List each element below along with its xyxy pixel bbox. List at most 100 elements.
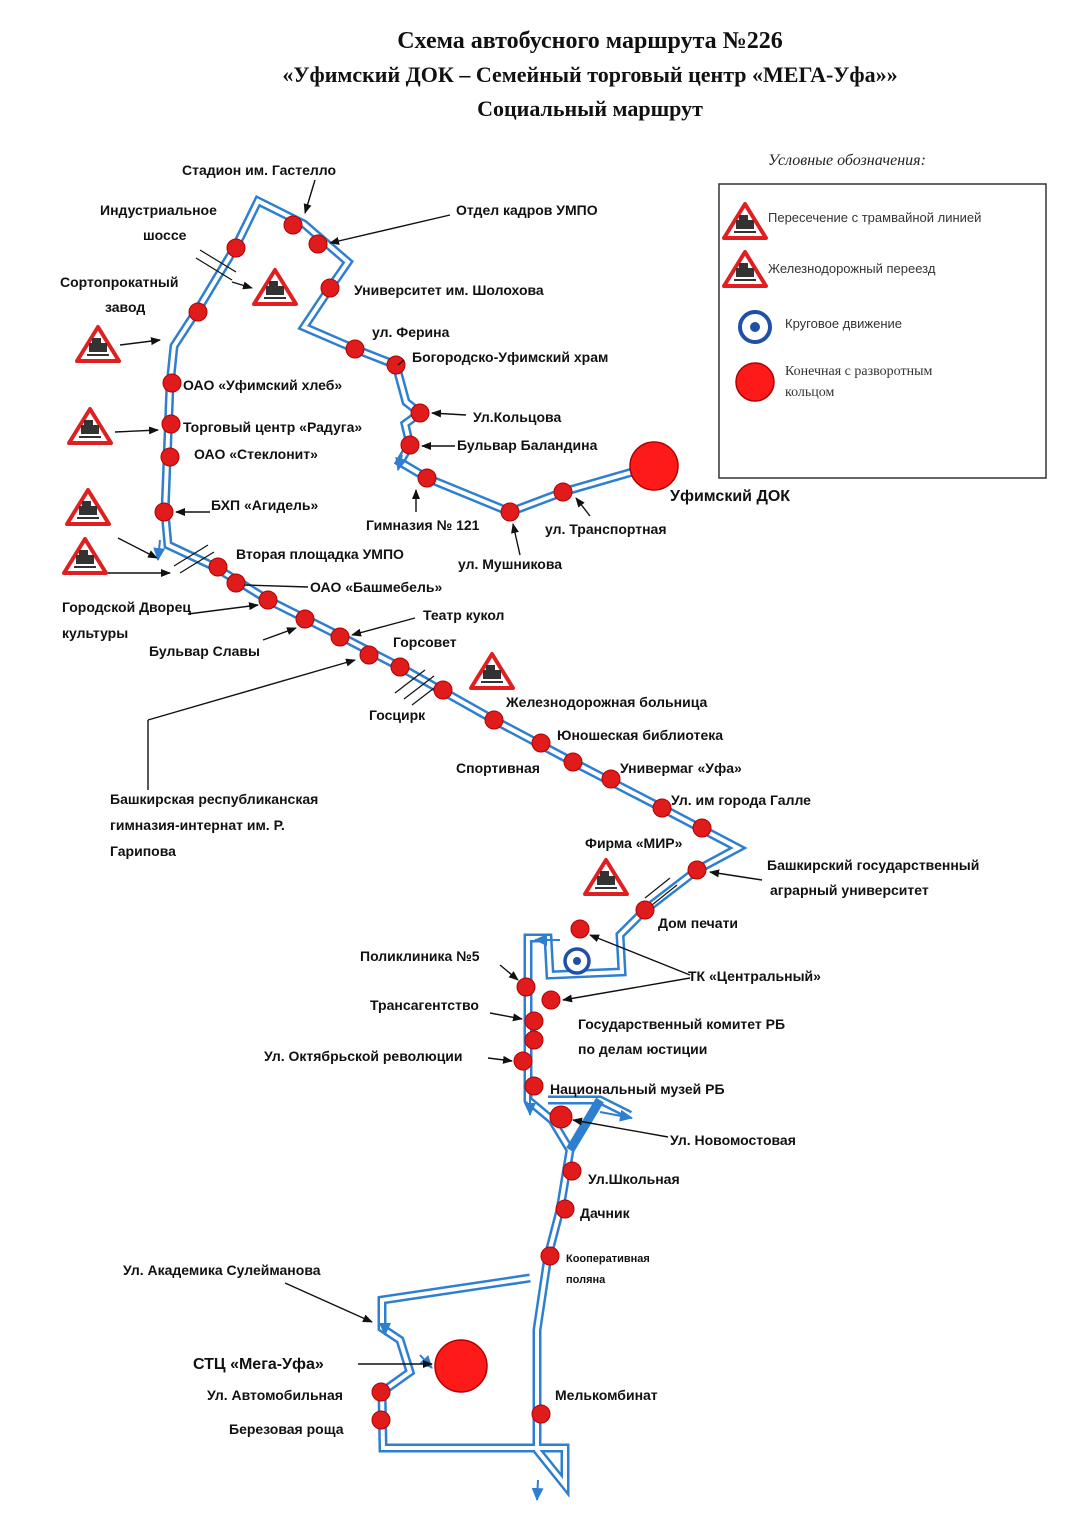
stop-marker[interactable] [188, 302, 208, 322]
stop-label: по делам юстиции [578, 1041, 707, 1057]
stop-label: Башкирская республиканская [110, 791, 318, 807]
stop-marker[interactable] [652, 798, 672, 818]
stop-label: Госцирк [369, 707, 426, 723]
roundabout-icon [738, 310, 772, 344]
stop-marker[interactable] [570, 919, 590, 939]
stop-marker[interactable] [162, 373, 182, 393]
stop-marker[interactable] [226, 238, 246, 258]
stop-marker[interactable] [154, 502, 174, 522]
stop-marker[interactable] [549, 1105, 573, 1129]
stop-label: Сортопрокатный [60, 274, 178, 290]
stop-label: Городской Дворец [62, 599, 191, 615]
stop-marker[interactable] [226, 573, 246, 593]
terminal-stop-icon [735, 362, 775, 402]
stop-marker[interactable] [563, 752, 583, 772]
stop-marker[interactable] [400, 435, 420, 455]
railway-crossing-icon [722, 250, 768, 288]
terminal-label-end: СТЦ «Мега-Уфа» [193, 1356, 324, 1373]
stop-marker[interactable] [320, 278, 340, 298]
stop-marker[interactable] [500, 502, 520, 522]
title-line-3: Социальный маршрут [477, 96, 703, 121]
stop-marker[interactable] [330, 627, 350, 647]
stop-marker[interactable] [308, 234, 328, 254]
stop-label: Ул. Автомобильная [207, 1387, 343, 1403]
stop-marker[interactable] [516, 977, 536, 997]
stop-label: БХП «Агидель» [211, 497, 319, 513]
stop-marker[interactable] [524, 1076, 544, 1096]
stop-label: Государственный комитет РБ [578, 1016, 785, 1032]
stop-marker[interactable] [410, 403, 430, 423]
stop-label: ул. Мушникова [458, 556, 562, 572]
railway-crossing-icon [67, 407, 113, 445]
stop-label: ОАО «Башмебель» [310, 579, 442, 595]
railway-crossing-icon [62, 537, 108, 575]
stop-marker[interactable] [524, 1011, 544, 1031]
legend-tram-label: Пересечение с трамвайной линией [768, 210, 981, 225]
stop-label: Ул. им города Галле [671, 792, 811, 808]
stop-marker[interactable] [433, 680, 453, 700]
roundabout-icon [563, 947, 591, 975]
stop-label: ул. Ферина [372, 324, 450, 340]
stop-marker[interactable] [540, 1246, 560, 1266]
stop-labels: Стадион им. Гастелло Индустриальное шосс… [60, 162, 979, 1437]
stop-label: Гимназия № 121 [366, 517, 480, 533]
stop-marker[interactable] [345, 339, 365, 359]
tram-crossing-icon [469, 652, 515, 690]
stop-marker[interactable] [359, 645, 379, 665]
stop-label: ТК «Центральный» [688, 968, 821, 984]
stop-marker[interactable] [386, 355, 406, 375]
stop-marker[interactable] [283, 215, 303, 235]
terminal-stop-ufa-dok[interactable] [629, 441, 679, 491]
stop-label: Индустриальное [100, 202, 217, 218]
stop-marker[interactable] [208, 557, 228, 577]
stop-marker[interactable] [553, 482, 573, 502]
stop-marker[interactable] [484, 710, 504, 730]
tram-crossing-icon [722, 202, 768, 240]
stop-marker[interactable] [555, 1199, 575, 1219]
stop-label: Башкирский государственный [767, 857, 979, 873]
stop-marker[interactable] [371, 1410, 391, 1430]
stop-marker[interactable] [258, 590, 278, 610]
stop-marker[interactable] [390, 657, 410, 677]
stop-label: Кооперативная [566, 1253, 650, 1265]
label-pointers [147, 179, 763, 1368]
stop-marker[interactable] [160, 447, 180, 467]
railway-crossing-icon [75, 325, 121, 363]
stops [154, 215, 712, 1430]
legend-heading: Условные обозначения: [768, 152, 926, 169]
stop-label: Трансагентство [370, 997, 479, 1013]
stop-label: Поликлиника №5 [360, 948, 480, 964]
railway-crossing-icon [252, 268, 298, 306]
stop-label: Богородско-Уфимский храм [412, 349, 608, 365]
stop-label: Фирма «МИР» [585, 835, 683, 851]
terminal-label-start: Уфимский ДОК [670, 488, 790, 505]
stop-marker[interactable] [541, 990, 561, 1010]
stop-label: поляна [566, 1274, 606, 1286]
terminal-stop-mega-ufa[interactable] [434, 1339, 488, 1393]
stop-label: Ул. Академика Сулейманова [123, 1262, 321, 1278]
legend-roundabout-label: Круговое движение [785, 316, 902, 331]
stop-label: Гарипова [110, 843, 176, 859]
stop-marker[interactable] [692, 818, 712, 838]
stop-marker[interactable] [371, 1382, 391, 1402]
stop-marker[interactable] [513, 1051, 533, 1071]
stop-marker[interactable] [687, 860, 707, 880]
legend-box [718, 183, 1047, 479]
stop-label: Дом печати [658, 915, 738, 931]
stop-marker[interactable] [635, 900, 655, 920]
stop-marker[interactable] [531, 1404, 551, 1424]
stop-marker[interactable] [531, 733, 551, 753]
legend-terminal-label-1: Конечная с разворотным [785, 364, 932, 379]
stop-marker[interactable] [601, 769, 621, 789]
stop-label: культуры [62, 625, 128, 641]
stop-label: Театр кукол [423, 607, 504, 623]
railway-crossing-icon [65, 488, 111, 526]
stop-marker[interactable] [524, 1030, 544, 1050]
stop-marker[interactable] [417, 468, 437, 488]
stop-marker[interactable] [562, 1161, 582, 1181]
stop-label: Дачник [580, 1205, 631, 1221]
stop-marker[interactable] [161, 414, 181, 434]
stop-marker[interactable] [295, 609, 315, 629]
title-line-2: «Уфимский ДОК – Семейный торговый центр … [282, 62, 897, 87]
